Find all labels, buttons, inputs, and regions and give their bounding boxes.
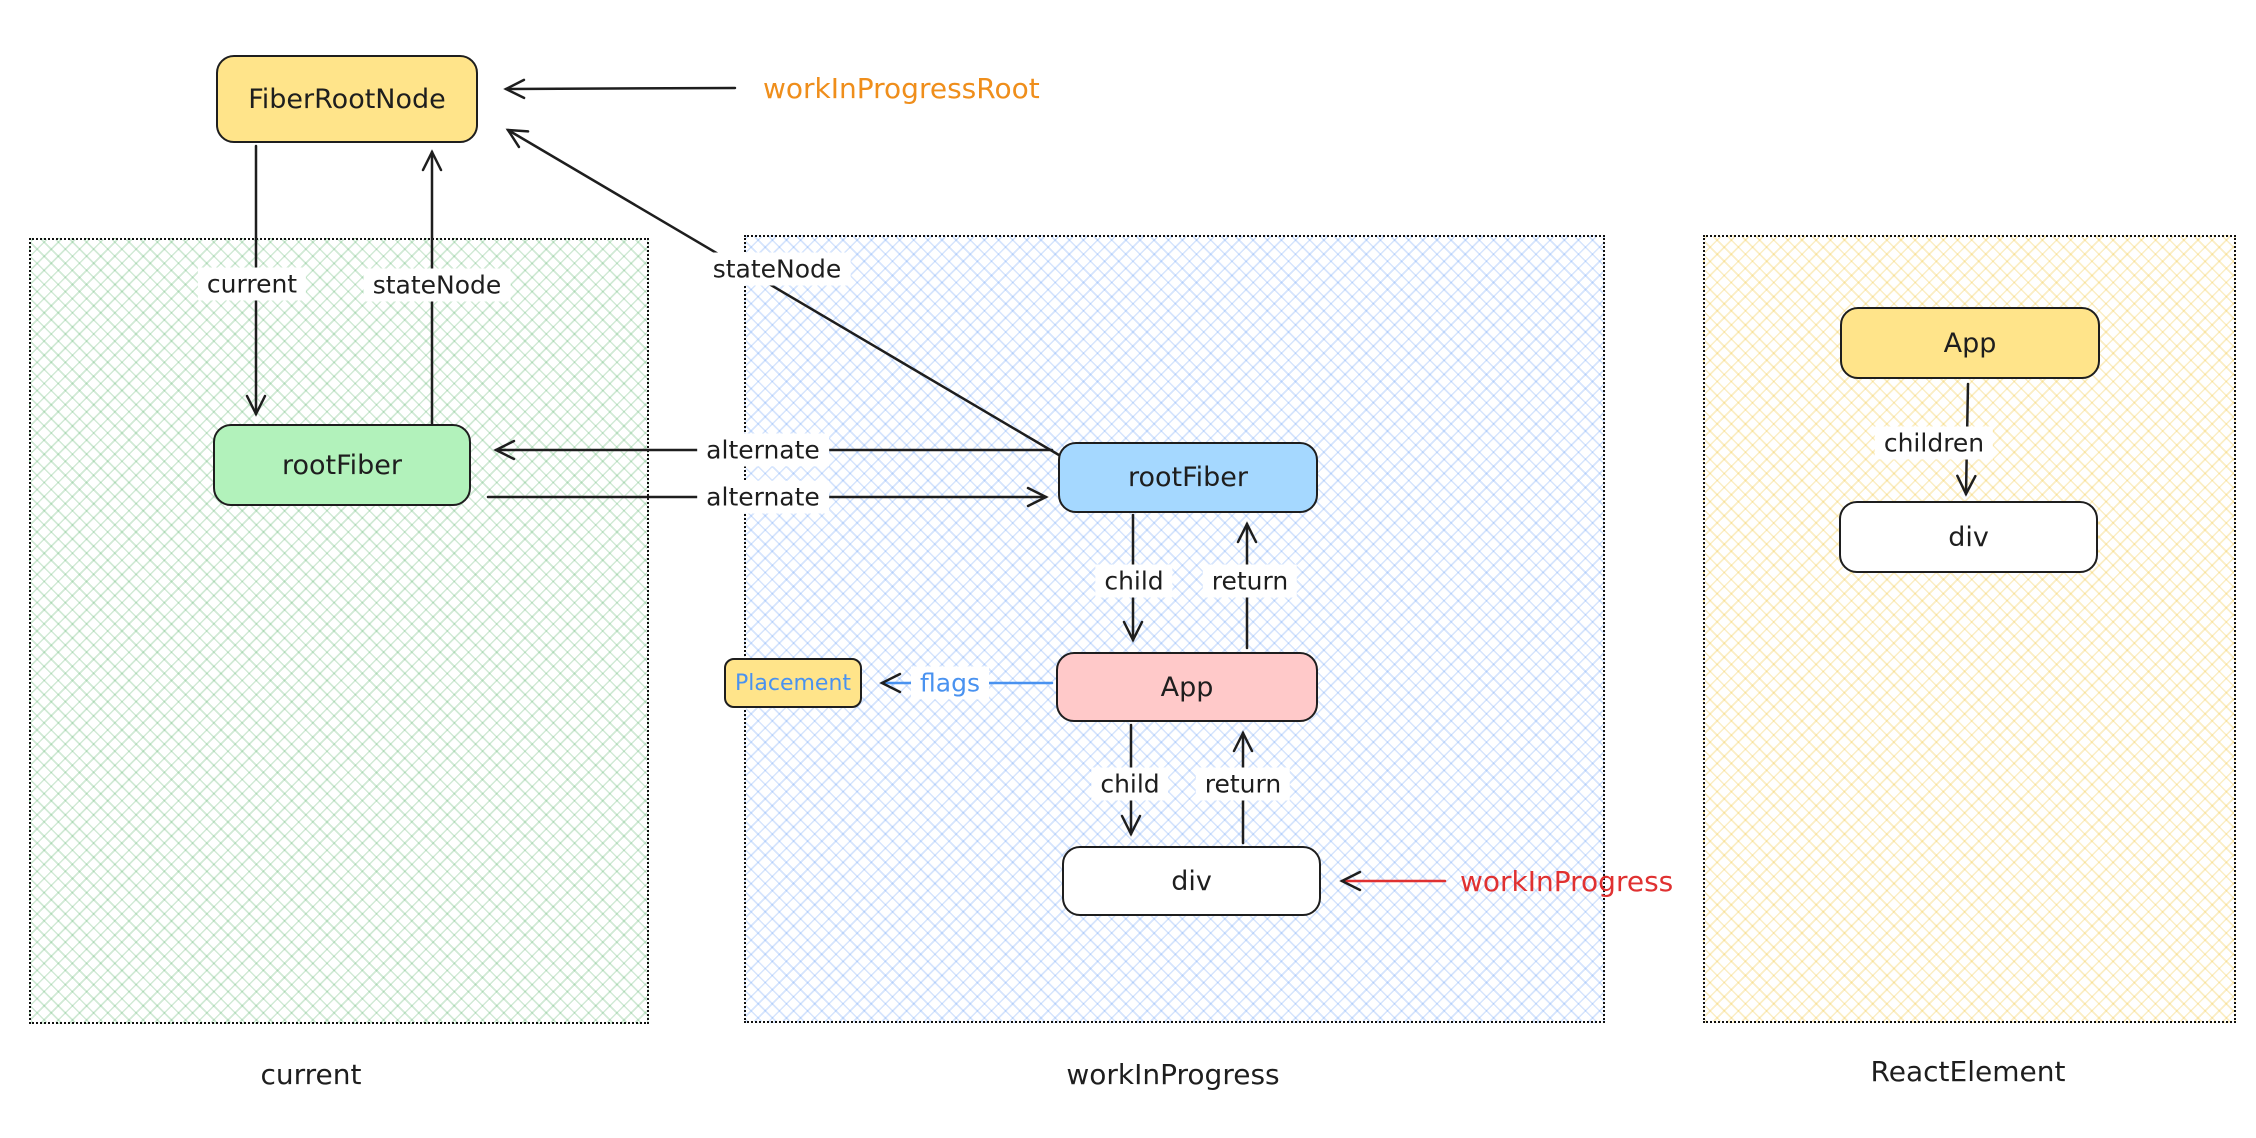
edge-label-child-lower: child	[1091, 767, 1169, 801]
annotation-workinprogressroot: workInProgressRoot	[763, 72, 1040, 105]
node-placement-flag-label: Placement	[734, 670, 852, 696]
node-react-app: App	[1840, 307, 2100, 379]
node-react-app-label: App	[1943, 327, 1997, 359]
node-wip-app-label: App	[1160, 671, 1214, 703]
edge-label-child-upper: child	[1095, 564, 1173, 598]
edge-label-statenode-current: stateNode	[363, 268, 511, 302]
edge-label-flags: flags	[911, 666, 989, 700]
edge-label-return-lower: return	[1195, 767, 1291, 801]
node-placement-flag: Placement	[724, 658, 862, 708]
node-wip-rootfiber-label: rootFiber	[1127, 462, 1249, 493]
edge-label-alternate-to-wip: alternate	[697, 480, 829, 514]
annotation-workinprogress: workInProgress	[1460, 865, 1674, 898]
node-fiberrootnode-label: FiberRootNode	[248, 83, 446, 115]
workinprogressroot-arrow	[503, 78, 737, 100]
node-fiberrootnode: FiberRootNode	[216, 55, 478, 143]
container-label-reactelement: ReactElement	[1870, 1055, 2066, 1088]
node-react-div-label: div	[1948, 521, 1989, 553]
edge-label-current: current	[197, 267, 307, 301]
node-current-rootfiber-label: rootFiber	[281, 449, 403, 481]
node-wip-div: div	[1062, 846, 1321, 916]
edge-label-return-upper: return	[1202, 564, 1298, 598]
node-wip-rootfiber: rootFiber	[1058, 442, 1318, 513]
current-tree-container	[29, 238, 649, 1024]
edge-label-alternate-to-current: alternate	[697, 433, 829, 467]
node-react-div: div	[1839, 501, 2098, 573]
node-wip-app: App	[1056, 652, 1318, 722]
node-current-rootfiber: rootFiber	[213, 424, 471, 506]
edge-label-statenode-wip: stateNode	[703, 252, 851, 286]
container-label-current: current	[260, 1058, 362, 1091]
container-label-workinprogress: workInProgress	[1066, 1058, 1280, 1091]
edge-label-children: children	[1874, 426, 1994, 460]
node-wip-div-label: div	[1171, 865, 1212, 897]
